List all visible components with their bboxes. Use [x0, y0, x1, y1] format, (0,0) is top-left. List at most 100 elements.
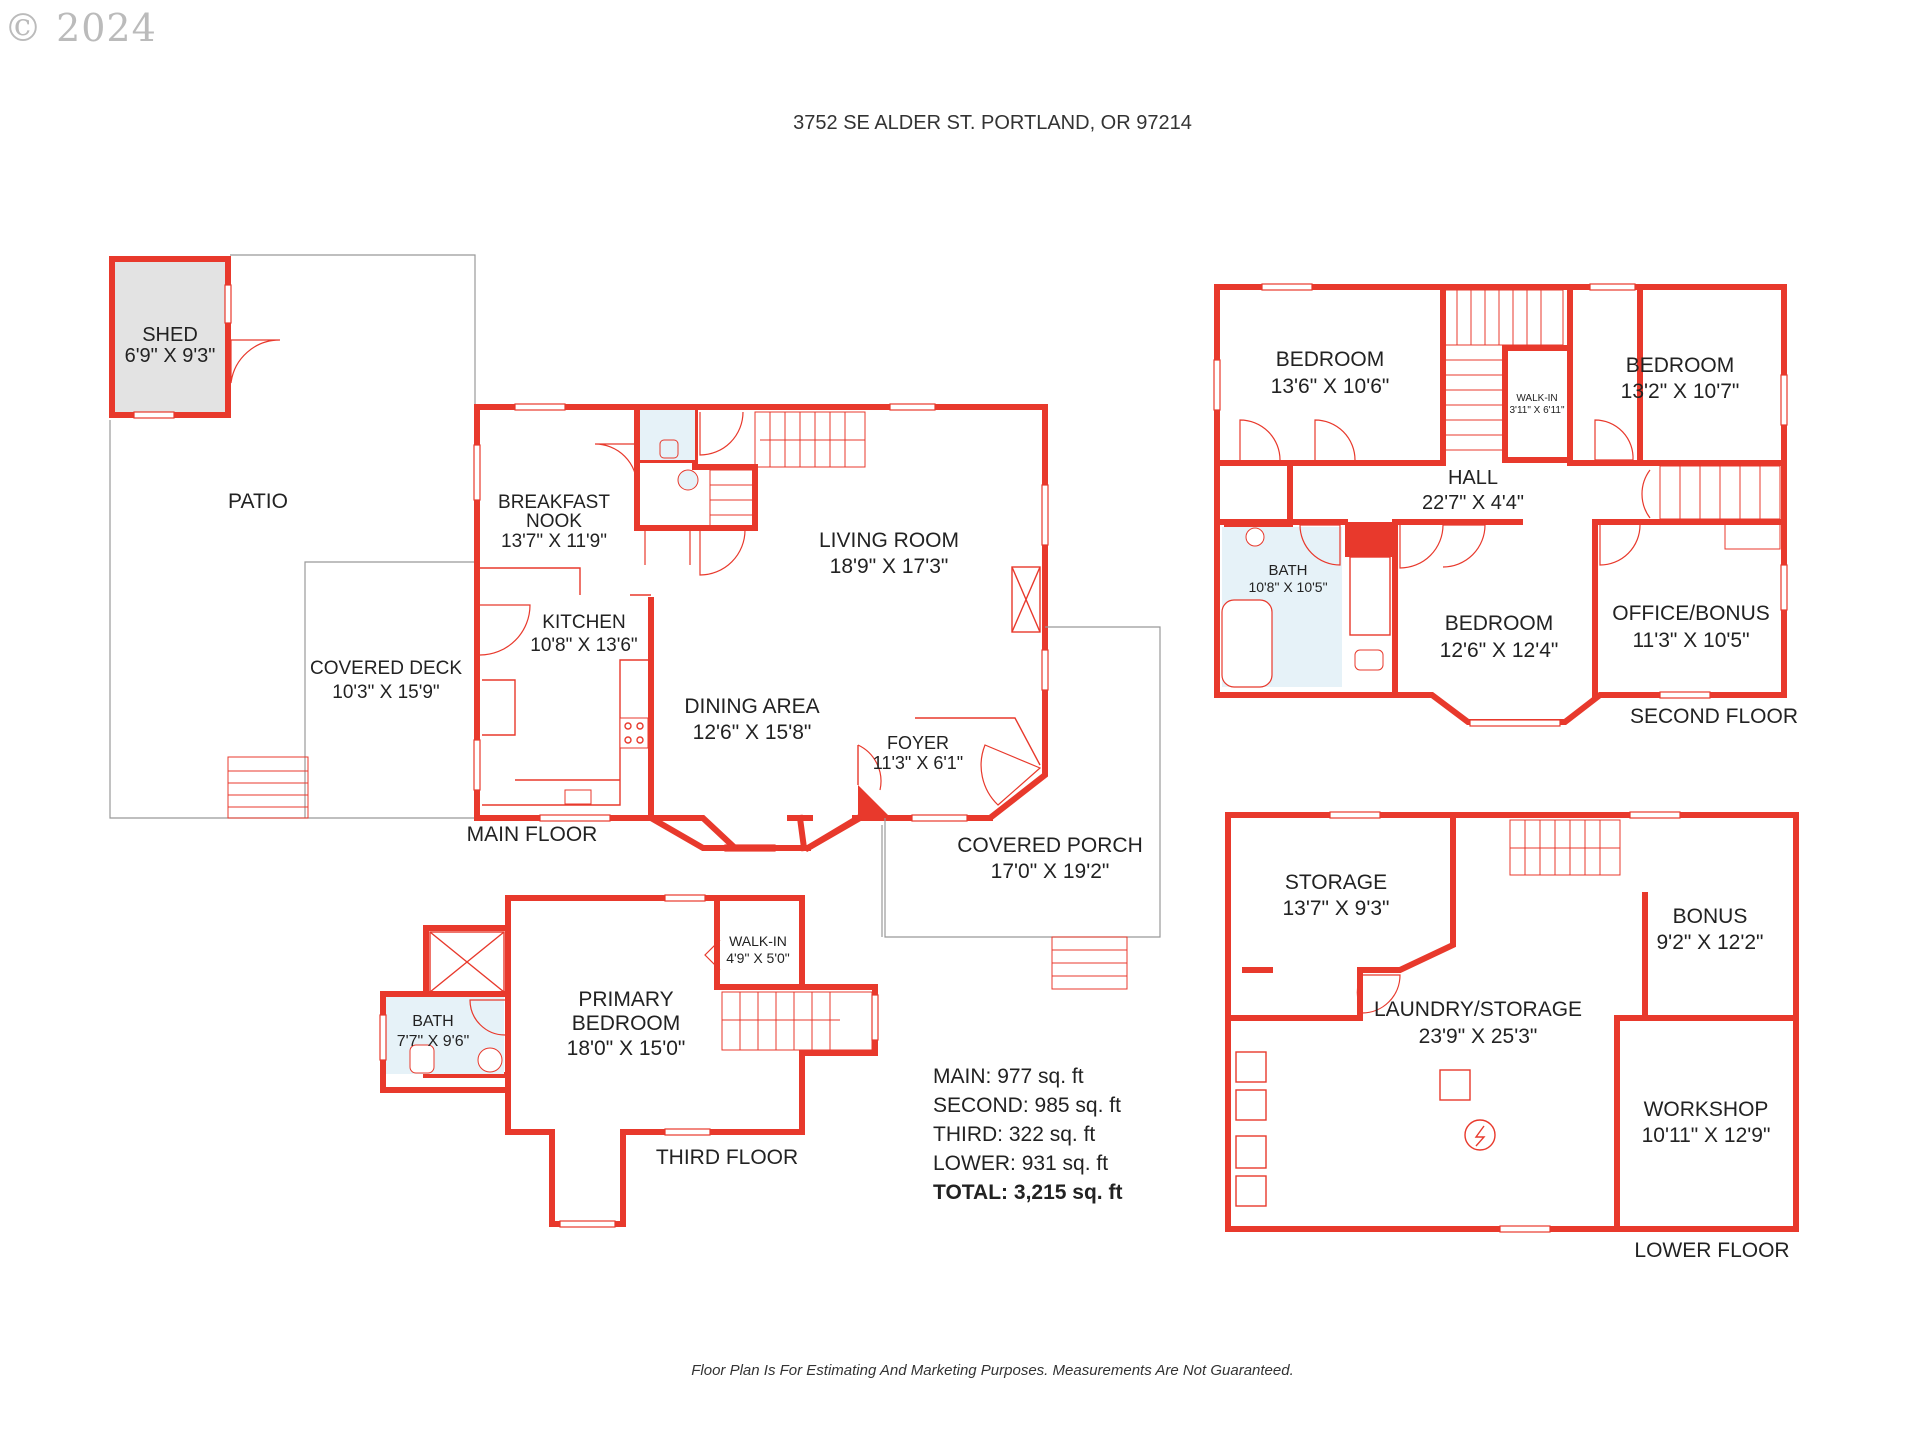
electric-icon [1474, 1125, 1486, 1147]
storage-door [1356, 974, 1401, 1014]
dining-area-name: DINING AREA [684, 695, 819, 718]
third-floor-plan [379, 894, 879, 1228]
window [1629, 811, 1681, 819]
walkin-door [704, 939, 721, 971]
walkin-walls [1502, 345, 1573, 463]
bedroom-2-dim: 13'2" X 10'7" [1621, 380, 1740, 403]
storage-dim: 13'7" X 9'3" [1283, 897, 1390, 920]
primary-bedroom-dim: 18'0" X 15'0" [567, 1037, 686, 1060]
bath-3-dim: 7'7" X 9'6" [397, 1033, 470, 1050]
patio-name: PATIO [228, 490, 288, 513]
property-address: 3752 SE ALDER ST. PORTLAND, OR 97214 [793, 112, 1192, 134]
third-floor-stairs [721, 991, 873, 1051]
main-floor-labels: SHED 6'9" X 9'3" PATIO COVERED DECK 10'3… [125, 324, 1143, 883]
window [1780, 564, 1788, 611]
workshop-name: WORKSHOP [1644, 1098, 1769, 1121]
second-floor-labels: BEDROOM 13'6" X 10'6" BEDROOM 13'2" X 10… [1248, 348, 1798, 728]
area-total-second: SECOND: 985 sq. ft [933, 1094, 1121, 1117]
storage-walls [1225, 812, 1456, 1021]
bonus-name: BONUS [1673, 905, 1748, 928]
bedroom-door [1314, 419, 1356, 461]
porch-stairs [1051, 936, 1128, 990]
area-grand-total: TOTAL: 3,215 sq. ft [933, 1181, 1123, 1204]
bath-door [469, 999, 506, 1036]
main-floor-plan [109, 254, 1161, 990]
appliance [1235, 1089, 1267, 1121]
kitchen-door [479, 604, 531, 656]
interior-stair-walls [634, 404, 758, 531]
bathtub-icon [1221, 599, 1273, 688]
area-totals: MAIN: 977 sq. ft SECOND: 985 sq. ft THIR… [933, 1062, 1122, 1207]
window [1659, 691, 1711, 699]
shed-door [230, 339, 281, 384]
window [559, 1220, 616, 1228]
cooktop-icon [619, 717, 649, 749]
foyer-name: FOYER [887, 733, 949, 753]
closet-door [1442, 524, 1486, 568]
shed-window [224, 284, 232, 324]
sink-icon [1245, 527, 1265, 547]
window [664, 894, 706, 902]
foyer-door [857, 744, 882, 791]
primary-bedroom-name1: PRIMARY [578, 988, 673, 1011]
window [1041, 649, 1049, 691]
toilet-icon [659, 439, 679, 459]
window [1329, 811, 1381, 819]
window [871, 994, 879, 1041]
bonus-dim: 9'2" X 12'2" [1657, 931, 1764, 954]
area-total-lower: LOWER: 931 sq. ft [933, 1152, 1109, 1175]
bedroom-1-dim: 13'6" X 10'6" [1271, 375, 1390, 398]
shed-window [133, 411, 175, 419]
covered-porch-outline [884, 626, 1161, 938]
chimney [1345, 522, 1395, 557]
window [473, 739, 481, 791]
interior-wall [423, 991, 511, 1078]
copyright-watermark: © 2024 [4, 6, 157, 50]
bedroom-door [1399, 524, 1444, 569]
sink-icon [677, 469, 699, 491]
window [1469, 719, 1561, 727]
covered-porch-dim: 17'0" X 19'2" [991, 860, 1110, 883]
bath-2-name: BATH [1269, 562, 1308, 579]
covered-deck-name: COVERED DECK [310, 658, 462, 679]
kitchen-name: KITCHEN [542, 612, 625, 633]
shower [429, 931, 505, 993]
window [1499, 1225, 1551, 1233]
main-floor-stairs [709, 411, 866, 531]
sink-icon [477, 1047, 503, 1073]
window [889, 403, 936, 411]
linen-closet [1349, 556, 1391, 636]
area-total-main: MAIN: 977 sq. ft [933, 1065, 1084, 1088]
appliance [1235, 1051, 1267, 1083]
shed-name: SHED [142, 324, 198, 346]
office-door [1599, 524, 1641, 566]
foyer-closet [915, 717, 1041, 766]
breakfast-nook-name2: NOOK [526, 511, 582, 532]
shed-dim: 6'9" X 9'3" [125, 345, 216, 367]
bedroom-2-name: BEDROOM [1626, 354, 1735, 377]
lower-floor-labels: STORAGE 13'7" X 9'3" BONUS 9'2" X 12'2" … [1283, 871, 1790, 1262]
workshop-dim: 10'11" X 12'9" [1642, 1124, 1771, 1147]
closet-door [699, 529, 746, 576]
kitchen-dim: 10'8" X 13'6" [530, 635, 637, 656]
dining-bay-wall [646, 813, 863, 851]
window [1041, 484, 1049, 546]
window [1261, 283, 1313, 291]
shed-fill [112, 259, 228, 415]
lower-floor-stairs [1509, 819, 1621, 876]
hall-dim: 22'7" X 4'4" [1422, 492, 1524, 514]
utility-box [1439, 1069, 1471, 1101]
appliance [1235, 1175, 1267, 1207]
walkin-3-dim: 4'9" X 5'0" [726, 950, 790, 966]
window [1213, 359, 1221, 411]
window [1589, 283, 1636, 291]
laundry-name: LAUNDRY/STORAGE [1374, 998, 1582, 1021]
covered-porch-name: COVERED PORCH [957, 834, 1143, 857]
bath-door [1299, 524, 1341, 566]
interior-wall [1567, 284, 1643, 466]
window [539, 814, 611, 822]
lower-floor-label: LOWER FLOOR [1634, 1239, 1789, 1262]
water-heater-icon [1464, 1119, 1496, 1151]
third-floor-label: THIRD FLOOR [656, 1146, 798, 1169]
hall-name: HALL [1448, 467, 1498, 489]
